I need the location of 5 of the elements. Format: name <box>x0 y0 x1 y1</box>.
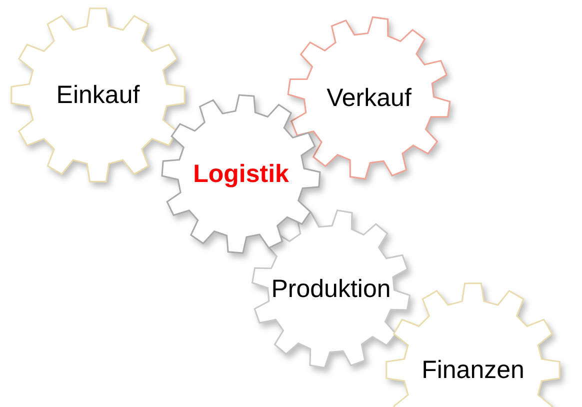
gear-label: Finanzen <box>422 358 524 382</box>
gear-label: Verkauf <box>326 86 412 110</box>
gear-label: Logistik <box>193 162 289 186</box>
gear-label: Einkauf <box>56 82 140 108</box>
gear-label: Produktion <box>271 276 391 302</box>
